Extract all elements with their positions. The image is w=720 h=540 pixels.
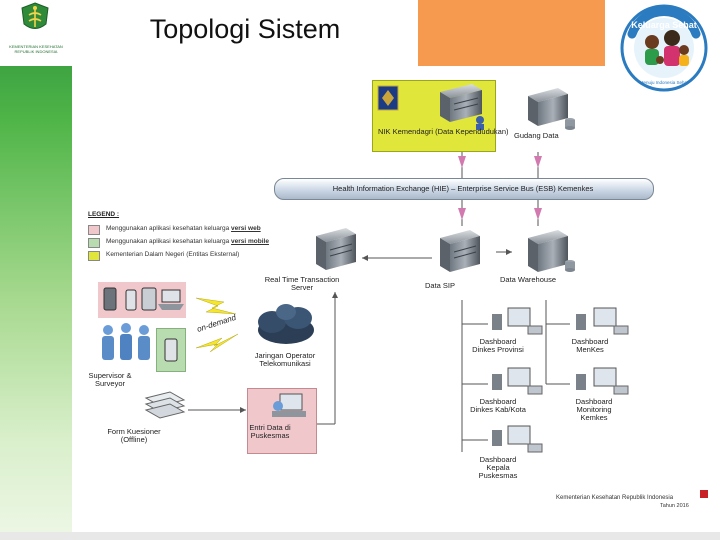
form-kuesioner-label: Form Kuesioner (Offline) bbox=[107, 427, 161, 444]
dashboard-kepala-puskesmas-label: Dashboard Kepala Puskesmas bbox=[478, 455, 518, 480]
network-label: Jaringan Operator Telekomunikasi bbox=[254, 351, 316, 368]
form-to-entry-arrow bbox=[188, 407, 246, 413]
data-sip-label: Data SIP bbox=[424, 281, 455, 290]
ministry-logo-icon bbox=[20, 2, 50, 34]
legend-swatch-external bbox=[88, 251, 100, 261]
legend-item-external: Kementerian Dalam Negeri (Entitas Ekster… bbox=[106, 251, 240, 258]
page-title: Topologi Sistem bbox=[149, 14, 341, 44]
server-arrows bbox=[362, 249, 512, 261]
legend-swatch-web bbox=[88, 225, 100, 235]
legend-swatch-mobile bbox=[88, 238, 100, 248]
supervisor-people-icon bbox=[102, 323, 150, 360]
dashboard-menkes-icon bbox=[576, 307, 629, 335]
program-logo-title: Keluarga Sehat bbox=[631, 20, 697, 30]
footer-year: Tahun 2016 bbox=[660, 503, 689, 509]
supervisor-label: Supervisor & Surveyor bbox=[88, 371, 132, 388]
footer-accent bbox=[700, 490, 708, 498]
realtime-server-label: Real Time Transaction Server bbox=[264, 275, 340, 292]
legend-item-mobile: Menggunakan aplikasi kesehatan keluarga … bbox=[106, 238, 269, 245]
garuda-emblem-icon bbox=[377, 85, 399, 111]
dashboard-dinkes-provinsi-icon bbox=[492, 307, 543, 335]
footer-stripe bbox=[0, 532, 720, 540]
dashboard-tree bbox=[461, 300, 570, 452]
nik-server-icon bbox=[440, 84, 484, 130]
gudang-data-label: Gudang Data bbox=[514, 131, 559, 140]
esb-label: Health Information Exchange (HIE) – Ente… bbox=[332, 184, 594, 193]
title-background bbox=[72, 0, 418, 66]
mobile-app-box bbox=[156, 328, 186, 372]
on-demand-label: on-demand bbox=[196, 313, 238, 334]
ministry-name: KEMENTERIAN KESEHATAN REPUBLIK INDONESIA bbox=[9, 44, 63, 54]
legend-item-web: Menggunakan aplikasi kesehatan keluarga … bbox=[106, 225, 261, 232]
esb-bus bbox=[274, 178, 654, 200]
dashboard-menkes-label: Dashboard MenKes bbox=[571, 337, 609, 354]
legend-item-mobile-text: Menggunakan aplikasi kesehatan keluarga bbox=[106, 238, 232, 245]
dashboard-dinkes-kabkota-label: Dashboard Dinkes Kab/Kota bbox=[470, 397, 526, 414]
esb-connectors bbox=[458, 152, 542, 226]
dashboard-monitoring-icon bbox=[576, 367, 629, 395]
gudang-data-server-icon bbox=[528, 88, 575, 130]
footer-org: Kementerian Kesehatan Republik Indonesia bbox=[556, 495, 674, 501]
dashboard-dinkes-provinsi-label: Dashboard Dinkes Provinsi bbox=[472, 337, 524, 354]
operator-computer-icon bbox=[272, 393, 306, 417]
realtime-server-icon bbox=[316, 228, 356, 270]
data-sip-server-icon bbox=[440, 230, 480, 272]
legend-title: LEGEND : bbox=[88, 211, 120, 218]
legend-item-web-emph: versi web bbox=[231, 225, 261, 232]
lightning-icon bbox=[195, 297, 239, 353]
nik-server-label: NIK Kemendagri (Data Kependudukan) bbox=[378, 127, 509, 136]
data-warehouse-label: Data Warehouse bbox=[499, 275, 556, 284]
dashboard-dinkes-kabkota-icon bbox=[492, 367, 543, 395]
form-stack-icon bbox=[144, 391, 186, 419]
mobile-app-phone-icon bbox=[164, 338, 178, 362]
legend-item-mobile-emph: versi mobile bbox=[231, 238, 269, 245]
mobile-devices-icon bbox=[98, 282, 186, 318]
keluarga-sehat-logo: Keluarga Sehat Menuju Indonesia Sehat bbox=[612, 4, 716, 92]
dashboard-monitoring-label: Dashboard Monitoring Kemkes bbox=[575, 397, 613, 422]
data-warehouse-server-icon bbox=[528, 230, 575, 272]
dashboard-kepala-puskesmas-icon bbox=[492, 425, 543, 453]
program-logo-tagline: Menuju Indonesia Sehat bbox=[640, 80, 689, 85]
realtime-link bbox=[315, 292, 338, 425]
legend-item-web-text: Menggunakan aplikasi kesehatan keluarga bbox=[106, 225, 232, 232]
network-cloud-icon bbox=[258, 304, 314, 344]
entri-data-label: Entri Data di Puskesmas bbox=[249, 423, 291, 440]
sidebar-decoration bbox=[0, 0, 72, 540]
